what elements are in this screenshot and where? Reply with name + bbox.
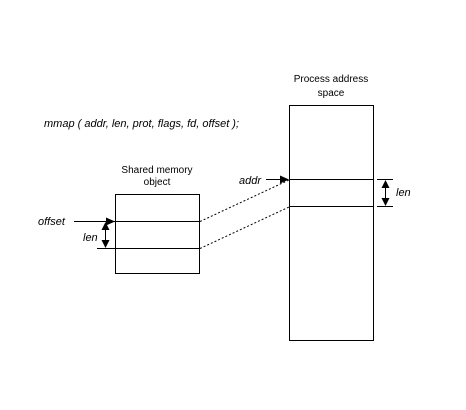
process-len-head-down bbox=[381, 198, 390, 206]
process-len-label: len bbox=[396, 187, 411, 199]
mapping-line-top bbox=[199, 179, 290, 222]
mmap-call-signature: mmap ( addr, len, prot, flags, fd, offse… bbox=[44, 118, 239, 130]
shared-object-title-line1: Shared memory bbox=[121, 165, 192, 176]
addr-arrow bbox=[266, 175, 289, 184]
offset-label: offset bbox=[38, 216, 66, 228]
shared-memory-object-box bbox=[115, 194, 200, 274]
shared-len-bracket bbox=[97, 221, 115, 249]
shared-len-label: len bbox=[83, 232, 98, 244]
mapping-line-bottom bbox=[199, 206, 290, 249]
shared-len-head-up bbox=[101, 222, 110, 230]
process-len-head-up bbox=[381, 180, 390, 188]
shared-object-outline bbox=[115, 194, 200, 274]
process-space-title-line1: Process address bbox=[294, 74, 368, 85]
process-len-bracket bbox=[377, 179, 393, 207]
process-space-title-line2: space bbox=[318, 88, 345, 99]
addr-arrow-head bbox=[280, 175, 289, 184]
process-space-outline bbox=[289, 105, 374, 341]
shared-len-head-down bbox=[101, 240, 110, 248]
addr-label: addr bbox=[239, 175, 262, 187]
shared-object-title-line2: object bbox=[144, 177, 171, 188]
process-address-space-box bbox=[289, 105, 374, 341]
